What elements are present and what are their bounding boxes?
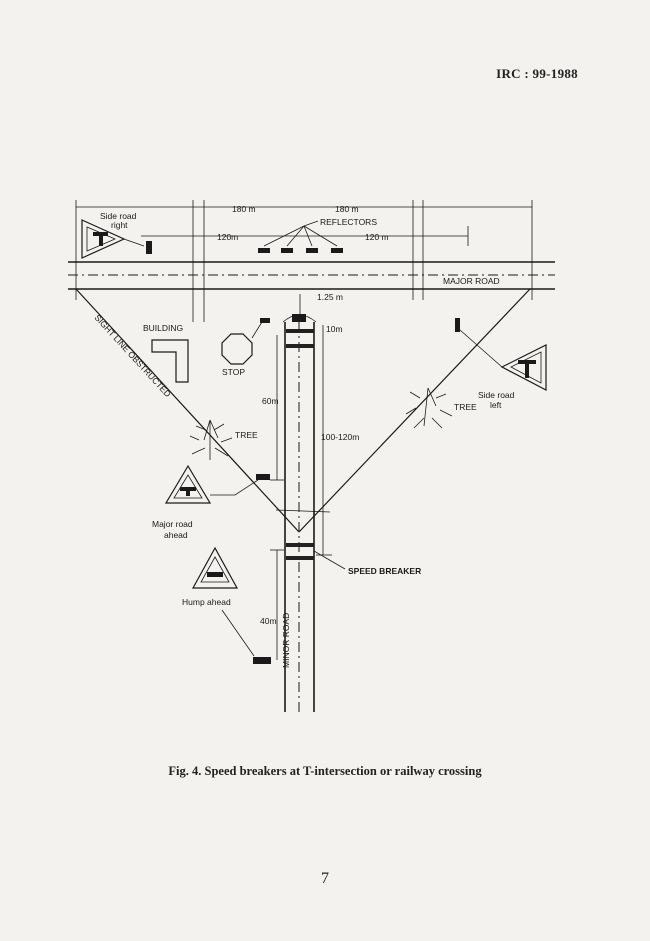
major-road-ahead-label-2: ahead <box>164 530 188 540</box>
dim-40-label: 40m <box>260 616 277 626</box>
minor-road-label: MINOR ROAD <box>281 613 291 668</box>
top-dimension-lines <box>75 200 533 322</box>
side-road-right-sign <box>81 219 145 259</box>
building-label: BUILDING <box>143 323 183 333</box>
tree-left-label: TREE <box>235 430 258 440</box>
major-road <box>68 261 555 290</box>
page-number: 7 <box>321 870 329 887</box>
building <box>151 339 189 383</box>
dim-1-25-label: 1.25 m <box>317 292 343 302</box>
reflectors-label: REFLECTORS <box>320 217 377 227</box>
side-road-right-label-2: right <box>111 220 128 230</box>
hump-ahead-sign <box>191 546 255 657</box>
dim-180-right: 180 m <box>335 204 359 214</box>
sign-posts <box>146 241 460 664</box>
dim-180-left: 180 m <box>232 204 256 214</box>
stop-label: STOP <box>222 367 245 377</box>
major-road-label: MAJOR ROAD <box>443 276 500 286</box>
speed-breaker-leader <box>313 550 346 570</box>
major-road-ahead-label-1: Major road <box>152 519 193 529</box>
reflectors <box>258 220 343 253</box>
tree-right <box>405 387 453 429</box>
figure-caption: Fig. 4. Speed breakers at T-intersection… <box>168 764 482 778</box>
tree-right-label: TREE <box>454 402 477 412</box>
dim-100-120-label: 100-120m <box>321 432 359 442</box>
side-road-left-label-1: Side road <box>478 390 515 400</box>
t-intersection-diagram: 180 m 180 m 120m 120 m REFLECTORS MAJOR … <box>68 200 555 712</box>
side-road-left-sign <box>459 329 547 391</box>
major-road-ahead-sign <box>164 464 259 504</box>
dim-10-label: 10m <box>326 324 343 334</box>
sight-triangle <box>75 288 531 533</box>
stop-sign <box>221 321 263 365</box>
side-road-left-label-2: left <box>490 400 502 410</box>
dim-120-left: 120m <box>217 232 238 242</box>
side-road-right-label-1: Side road <box>100 211 137 221</box>
minor-road-dimensions <box>270 294 332 660</box>
dim-60-label: 60m <box>262 396 279 406</box>
speed-breakers <box>286 329 314 560</box>
document-code: IRC : 99-1988 <box>496 66 578 81</box>
speed-breaker-label: SPEED BREAKER <box>348 566 421 576</box>
hump-ahead-label: Hump ahead <box>182 597 231 607</box>
tree-left <box>189 419 233 460</box>
dim-120-right: 120 m <box>365 232 389 242</box>
